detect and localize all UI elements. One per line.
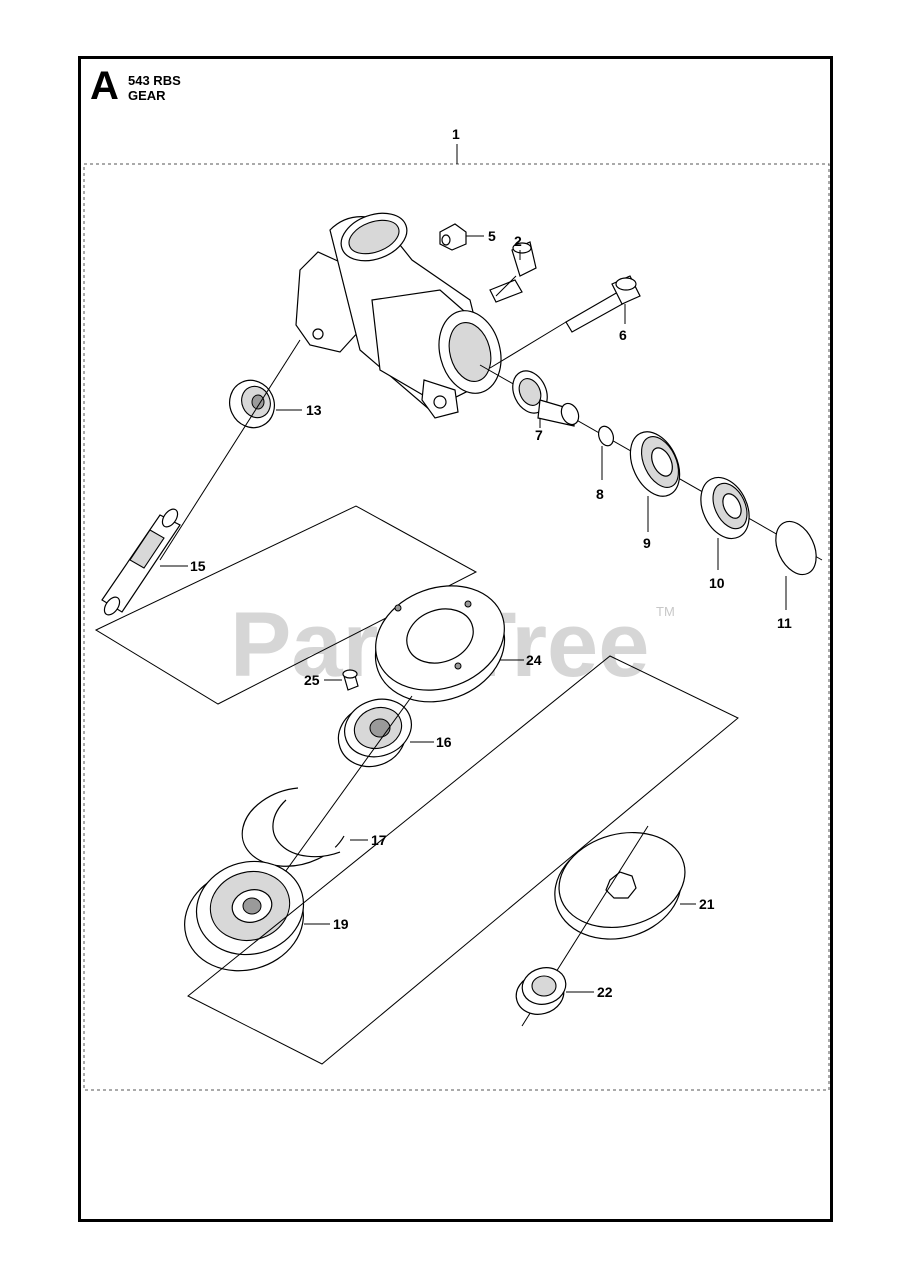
- callout-2: 2: [514, 233, 522, 249]
- part-21-flange: [554, 831, 686, 940]
- callout-15: 15: [190, 558, 206, 574]
- bolt-axis: [489, 321, 567, 369]
- callout-19: 19: [333, 916, 349, 932]
- lower-axis: [261, 695, 413, 905]
- callout-21: 21: [699, 896, 715, 912]
- subgroup-frame-left: [94, 505, 478, 705]
- part-15-shaft: [101, 508, 181, 616]
- part-22-nut: [515, 967, 567, 1015]
- part-8-circlip: [597, 425, 615, 447]
- part-6-bolt: [565, 275, 641, 333]
- callout-13: 13: [306, 402, 322, 418]
- part-2-bolt: [489, 241, 537, 303]
- part-24-cover: [374, 585, 506, 703]
- gear-housing: [295, 212, 502, 419]
- model-name: 543 RBS: [128, 73, 181, 88]
- callout-16: 16: [436, 734, 452, 750]
- part-9-bearing: [629, 431, 681, 497]
- part-5-screw: [439, 223, 467, 251]
- part-7-sleeve: [512, 370, 580, 427]
- callout-24: 24: [526, 652, 542, 668]
- callout-9: 9: [643, 535, 651, 551]
- watermark-tm: TM: [656, 604, 675, 619]
- callout-7: 7: [535, 427, 543, 443]
- callout-8: 8: [596, 486, 604, 502]
- part-25-screw: [342, 669, 359, 691]
- subgroup-frame-right: [187, 655, 739, 1065]
- section-title: GEAR: [128, 88, 166, 103]
- callout-1: 1: [452, 126, 460, 142]
- callout-25: 25: [304, 672, 320, 688]
- callout-22: 22: [597, 984, 613, 1000]
- part-11-ring: [775, 520, 817, 576]
- part-16-bearing: [337, 698, 412, 768]
- callout-11: 11: [777, 615, 792, 631]
- shaft-axis: [159, 339, 301, 561]
- callout-5: 5: [488, 228, 496, 244]
- callout-17: 17: [371, 832, 387, 848]
- diagram-frame: [78, 56, 833, 1222]
- callout-6: 6: [619, 327, 627, 343]
- part-19-cup: [184, 860, 305, 972]
- section-letter: A: [90, 64, 119, 108]
- part-10-bearing: [700, 476, 750, 540]
- callout-10: 10: [709, 575, 725, 591]
- part-13-bearing: [229, 379, 275, 429]
